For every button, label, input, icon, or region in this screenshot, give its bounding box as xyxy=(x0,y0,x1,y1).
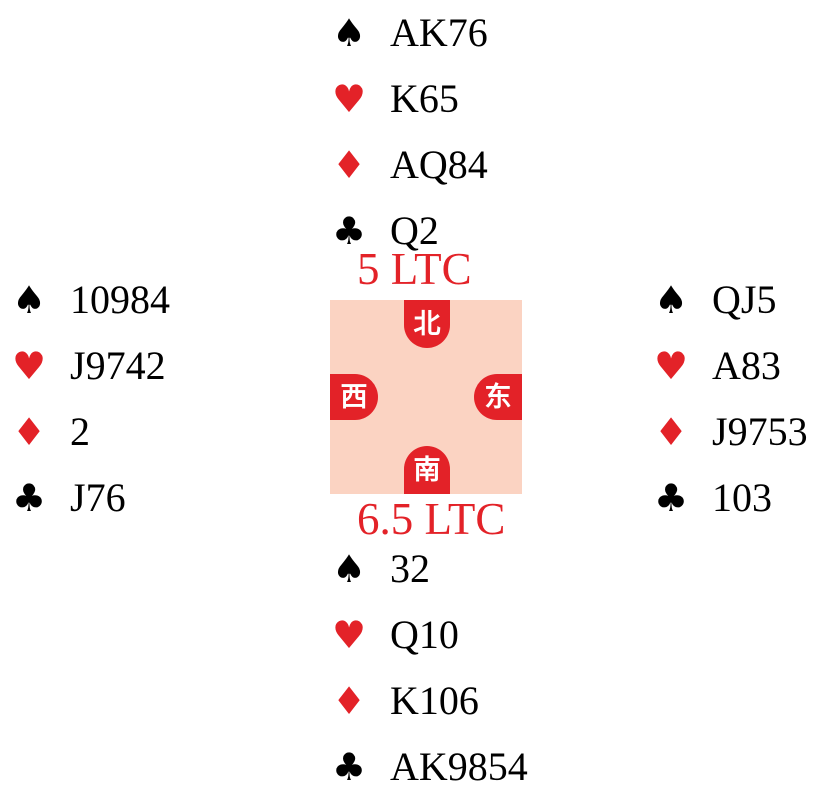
west-hearts-cards: J9742 xyxy=(70,343,166,388)
seat-south-badge: 南 xyxy=(404,446,450,494)
spade-icon: ♠ xyxy=(12,278,47,322)
seat-east-badge: 东 xyxy=(474,374,522,420)
north-hearts-cards: K65 xyxy=(390,76,459,121)
east-clubs-cards: 103 xyxy=(712,475,772,520)
south-hand: ♠ 32 ♥ Q10 ♦ K106 ♣ AK9854 xyxy=(332,536,528,800)
south-diamonds-cards: K106 xyxy=(390,678,479,723)
heart-icon: ♥ xyxy=(332,613,367,657)
heart-icon: ♥ xyxy=(654,344,689,388)
west-diamonds-row: ♦ 2 xyxy=(12,399,170,465)
east-spades-row: ♠ QJ5 xyxy=(654,267,808,333)
east-clubs-row: ♣ 103 xyxy=(654,465,808,531)
east-hand: ♠ QJ5 ♥ A83 ♦ J9753 ♣ 103 xyxy=(654,267,808,531)
heart-icon: ♥ xyxy=(332,77,367,121)
north-clubs-cards: Q2 xyxy=(390,208,439,253)
north-spades-cards: AK76 xyxy=(390,10,488,55)
west-hearts-row: ♥ J9742 xyxy=(12,333,170,399)
south-hearts-cards: Q10 xyxy=(390,612,459,657)
diamond-icon: ♦ xyxy=(332,679,367,723)
west-spades-row: ♠ 10984 xyxy=(12,267,170,333)
heart-icon: ♥ xyxy=(12,344,47,388)
club-icon: ♣ xyxy=(12,476,47,520)
south-spades-row: ♠ 32 xyxy=(332,536,528,602)
south-clubs-row: ♣ AK9854 xyxy=(332,734,528,800)
west-spades-cards: 10984 xyxy=(70,277,170,322)
west-hand: ♠ 10984 ♥ J9742 ♦ 2 ♣ J76 xyxy=(12,267,170,531)
diamond-icon: ♦ xyxy=(654,410,689,454)
seat-west-badge: 西 xyxy=(330,374,378,420)
spade-icon: ♠ xyxy=(332,547,367,591)
north-clubs-row: ♣ Q2 xyxy=(332,198,488,264)
north-ltc-label: 5 LTC xyxy=(357,244,472,294)
east-hearts-row: ♥ A83 xyxy=(654,333,808,399)
north-hearts-row: ♥ K65 xyxy=(332,66,488,132)
east-diamonds-row: ♦ J9753 xyxy=(654,399,808,465)
north-diamonds-cards: AQ84 xyxy=(390,142,488,187)
club-icon: ♣ xyxy=(332,209,367,253)
south-spades-cards: 32 xyxy=(390,546,430,591)
seat-north-badge: 北 xyxy=(404,300,450,348)
diamond-icon: ♦ xyxy=(332,143,367,187)
east-diamonds-cards: J9753 xyxy=(712,409,808,454)
north-hand: ♠ AK76 ♥ K65 ♦ AQ84 ♣ Q2 xyxy=(332,0,488,264)
west-clubs-row: ♣ J76 xyxy=(12,465,170,531)
west-clubs-cards: J76 xyxy=(70,475,126,520)
diamond-icon: ♦ xyxy=(12,410,47,454)
south-diamonds-row: ♦ K106 xyxy=(332,668,528,734)
south-ltc-label: 6.5 LTC xyxy=(357,494,506,544)
spade-icon: ♠ xyxy=(332,11,367,55)
south-clubs-cards: AK9854 xyxy=(390,744,528,789)
club-icon: ♣ xyxy=(654,476,689,520)
south-hearts-row: ♥ Q10 xyxy=(332,602,528,668)
east-hearts-cards: A83 xyxy=(712,343,781,388)
spade-icon: ♠ xyxy=(654,278,689,322)
east-spades-cards: QJ5 xyxy=(712,277,777,322)
north-diamonds-row: ♦ AQ84 xyxy=(332,132,488,198)
bridge-table: 北 西 东 南 xyxy=(330,300,522,494)
north-spades-row: ♠ AK76 xyxy=(332,0,488,66)
club-icon: ♣ xyxy=(332,745,367,789)
west-diamonds-cards: 2 xyxy=(70,409,90,454)
